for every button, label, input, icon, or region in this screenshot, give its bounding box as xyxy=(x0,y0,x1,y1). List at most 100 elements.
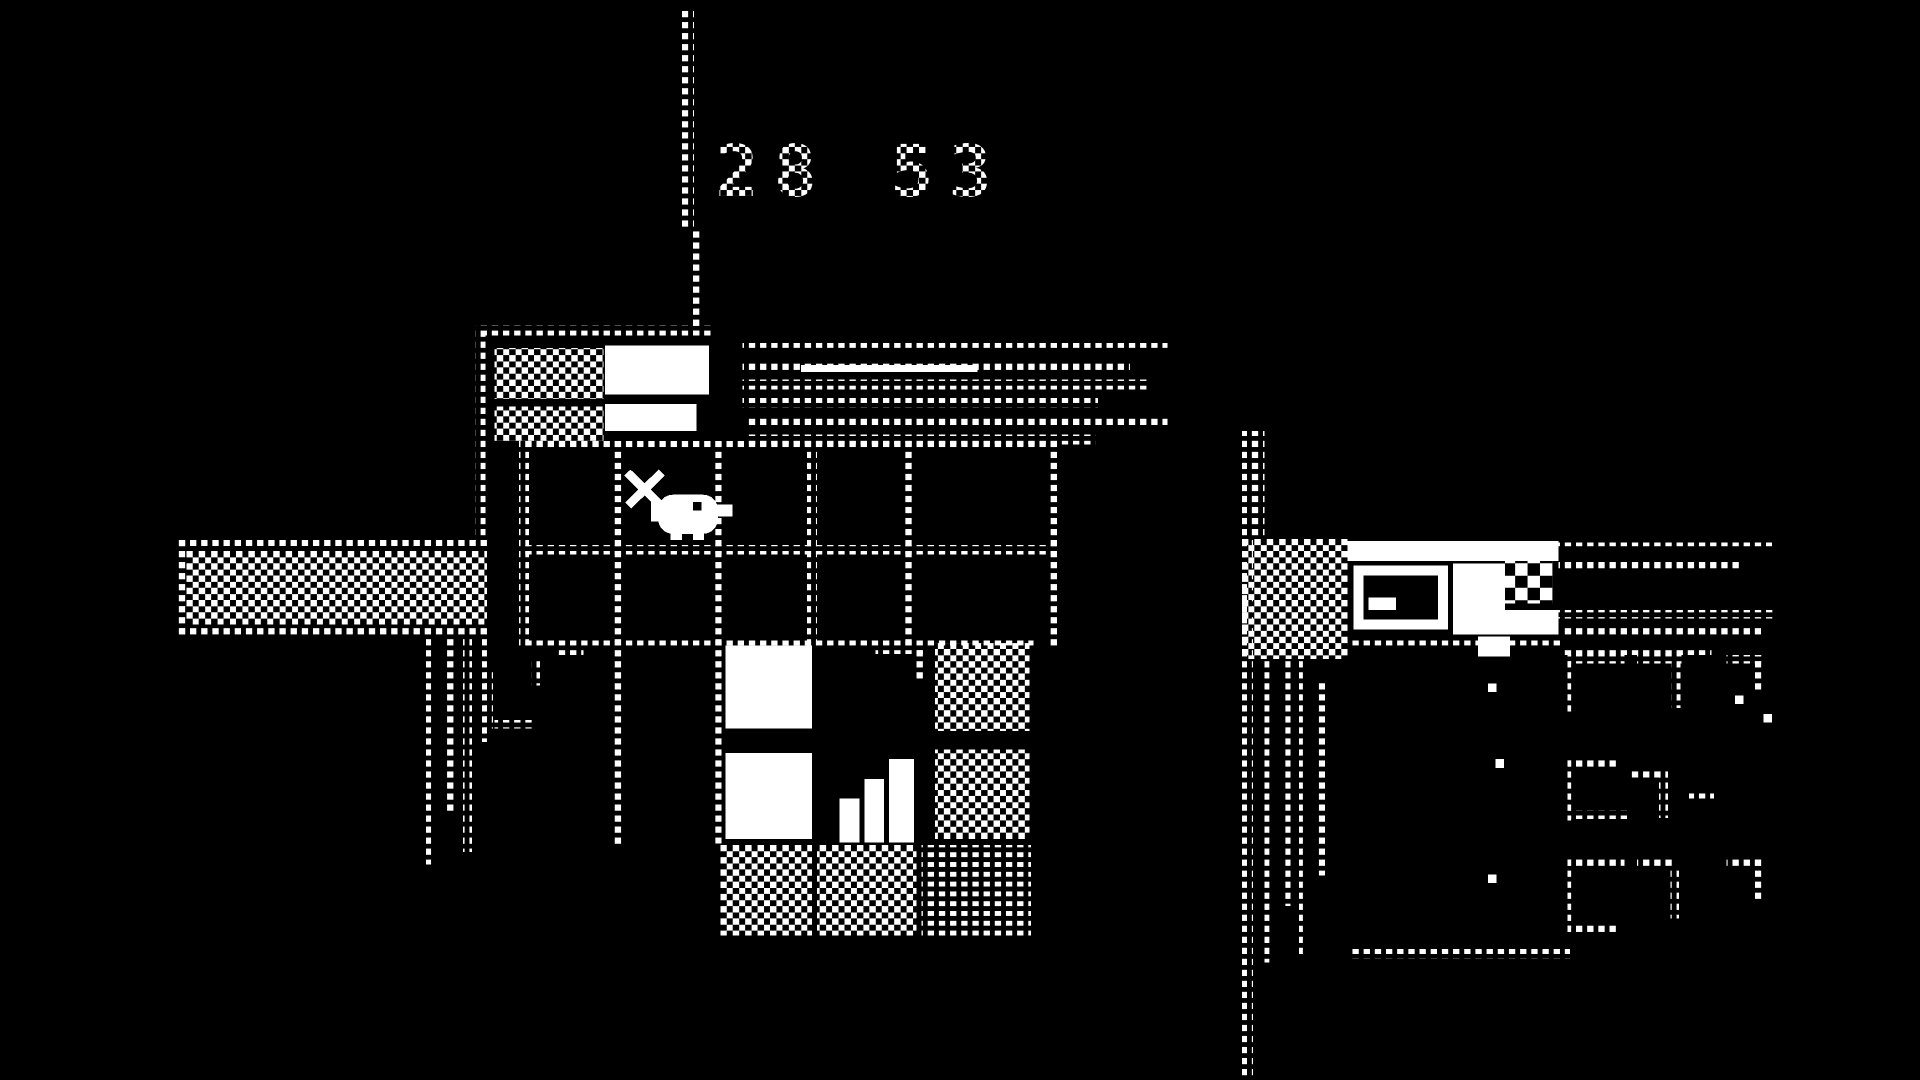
fence-rail xyxy=(801,364,978,373)
east-pole-cap xyxy=(1253,431,1265,539)
crate-e-top xyxy=(1629,768,1667,778)
hotel-door-lintel xyxy=(604,404,697,432)
west-path-surface xyxy=(186,551,487,625)
flagpole-lower xyxy=(691,227,705,336)
east-trail-2 xyxy=(1281,661,1291,907)
crate-b-top xyxy=(1636,655,1682,664)
stairs-step-2 xyxy=(864,778,885,843)
fence-row-3 xyxy=(742,379,1148,390)
duck-eye xyxy=(692,502,702,511)
east-trail-4 xyxy=(1316,679,1326,876)
fence-row-6 xyxy=(745,434,1096,445)
room-grid-v3-lower xyxy=(711,650,722,844)
hotel-left-edge xyxy=(475,335,486,542)
hud-timer-text: 28 53 xyxy=(715,130,1006,212)
flagpole-upper xyxy=(681,9,695,228)
hotel-top-edge xyxy=(475,325,715,336)
courtyard-slab-2 xyxy=(725,753,813,839)
trail-mark-3 xyxy=(531,656,541,686)
stairs-step-3 xyxy=(889,759,915,843)
hotel-wall-dither-upper xyxy=(494,347,604,400)
west-path-top-edge xyxy=(180,536,491,547)
crate-f-top xyxy=(1567,859,1625,869)
crate-g-right xyxy=(1670,869,1680,919)
garden-dither-south-2 xyxy=(817,844,917,936)
factory-window-sill xyxy=(1368,597,1396,610)
hotel-sign xyxy=(604,345,710,395)
courtyard-slab-1 xyxy=(725,645,813,729)
fence-row-4 xyxy=(742,397,1098,408)
south-trail-2 xyxy=(444,636,454,816)
sword-slash-icon xyxy=(624,469,665,509)
crate-e-right xyxy=(1659,768,1668,818)
room-grid-v2 xyxy=(614,440,625,651)
factory-roof xyxy=(1347,541,1559,561)
floor-speck-4 xyxy=(1734,695,1744,705)
crate-e-mark xyxy=(1689,789,1714,799)
crate-c-right xyxy=(1754,655,1764,692)
south-trail-3 xyxy=(463,636,472,853)
west-path-left-cap xyxy=(177,536,188,635)
crate-h-top xyxy=(1726,859,1762,869)
crate-a-top xyxy=(1567,655,1625,664)
room-grid-v6 xyxy=(1046,440,1057,651)
duck-body xyxy=(658,494,718,534)
floor-speck-2 xyxy=(1495,759,1504,768)
crate-a-left xyxy=(1567,655,1576,712)
garden-rows-south xyxy=(921,844,1031,936)
garden-dither-south-1 xyxy=(720,844,813,936)
room-grid-v2-lower xyxy=(614,650,625,847)
crate-d-left xyxy=(1567,759,1576,821)
room-grid-middle xyxy=(521,544,1059,555)
hotel-wall-dither-lower xyxy=(494,406,604,441)
room-grid-v1 xyxy=(519,440,530,651)
floor-speck-1 xyxy=(1487,683,1497,692)
duck-foot-left xyxy=(670,531,682,540)
room-grid-v5 xyxy=(902,440,913,651)
trail-mark-2 xyxy=(494,720,537,729)
trail-mark-1 xyxy=(484,667,494,729)
west-path-bottom-edge xyxy=(180,624,491,635)
crate-d-top xyxy=(1567,759,1617,768)
east-fence-row-4 xyxy=(1562,628,1762,637)
room-grid-v3 xyxy=(711,440,722,651)
east-fence-row-2 xyxy=(1558,560,1740,570)
room-grid-v4 xyxy=(807,440,818,651)
player-character xyxy=(624,469,733,540)
crate-c-top xyxy=(1726,655,1764,664)
crate-d-bottom xyxy=(1567,810,1630,820)
room-grid-top xyxy=(521,440,1059,451)
player-duck-sprite xyxy=(650,494,733,540)
factory-floor-edge xyxy=(1351,948,1570,959)
fence-mark-1 xyxy=(875,645,926,654)
duck-foot-right xyxy=(692,531,705,540)
duck-beak xyxy=(712,504,733,517)
garden-dither-east-1 xyxy=(935,642,1030,732)
world-geometry xyxy=(177,9,1778,1078)
fence-row-1 xyxy=(742,342,1168,353)
factory-base-edge xyxy=(1347,640,1562,649)
crate-f-bottom xyxy=(1567,924,1617,934)
floor-speck-5 xyxy=(1763,713,1773,723)
east-trail-3 xyxy=(1299,661,1308,956)
east-trail-1 xyxy=(1264,661,1273,963)
east-path-dither xyxy=(1241,538,1348,659)
east-fence-row-3 xyxy=(1558,609,1778,619)
east-pole xyxy=(1241,431,1254,1078)
crate-f-left xyxy=(1567,859,1576,929)
crate-h-right xyxy=(1754,859,1764,904)
crate-g-top xyxy=(1636,859,1675,869)
factory-ledge xyxy=(1496,609,1559,635)
floor-speck-3 xyxy=(1487,874,1497,883)
garden-dither-east-2 xyxy=(935,749,1030,839)
crate-b-right xyxy=(1671,663,1681,708)
east-fence-row-1 xyxy=(1558,542,1773,552)
fence-row-5 xyxy=(745,416,1168,427)
east-fence-row-5 xyxy=(1562,646,1712,656)
stairs-step-1 xyxy=(839,798,860,843)
fence-mark-2 xyxy=(916,645,926,680)
trail-mark-4 xyxy=(556,646,584,656)
factory-vent xyxy=(1505,557,1553,604)
